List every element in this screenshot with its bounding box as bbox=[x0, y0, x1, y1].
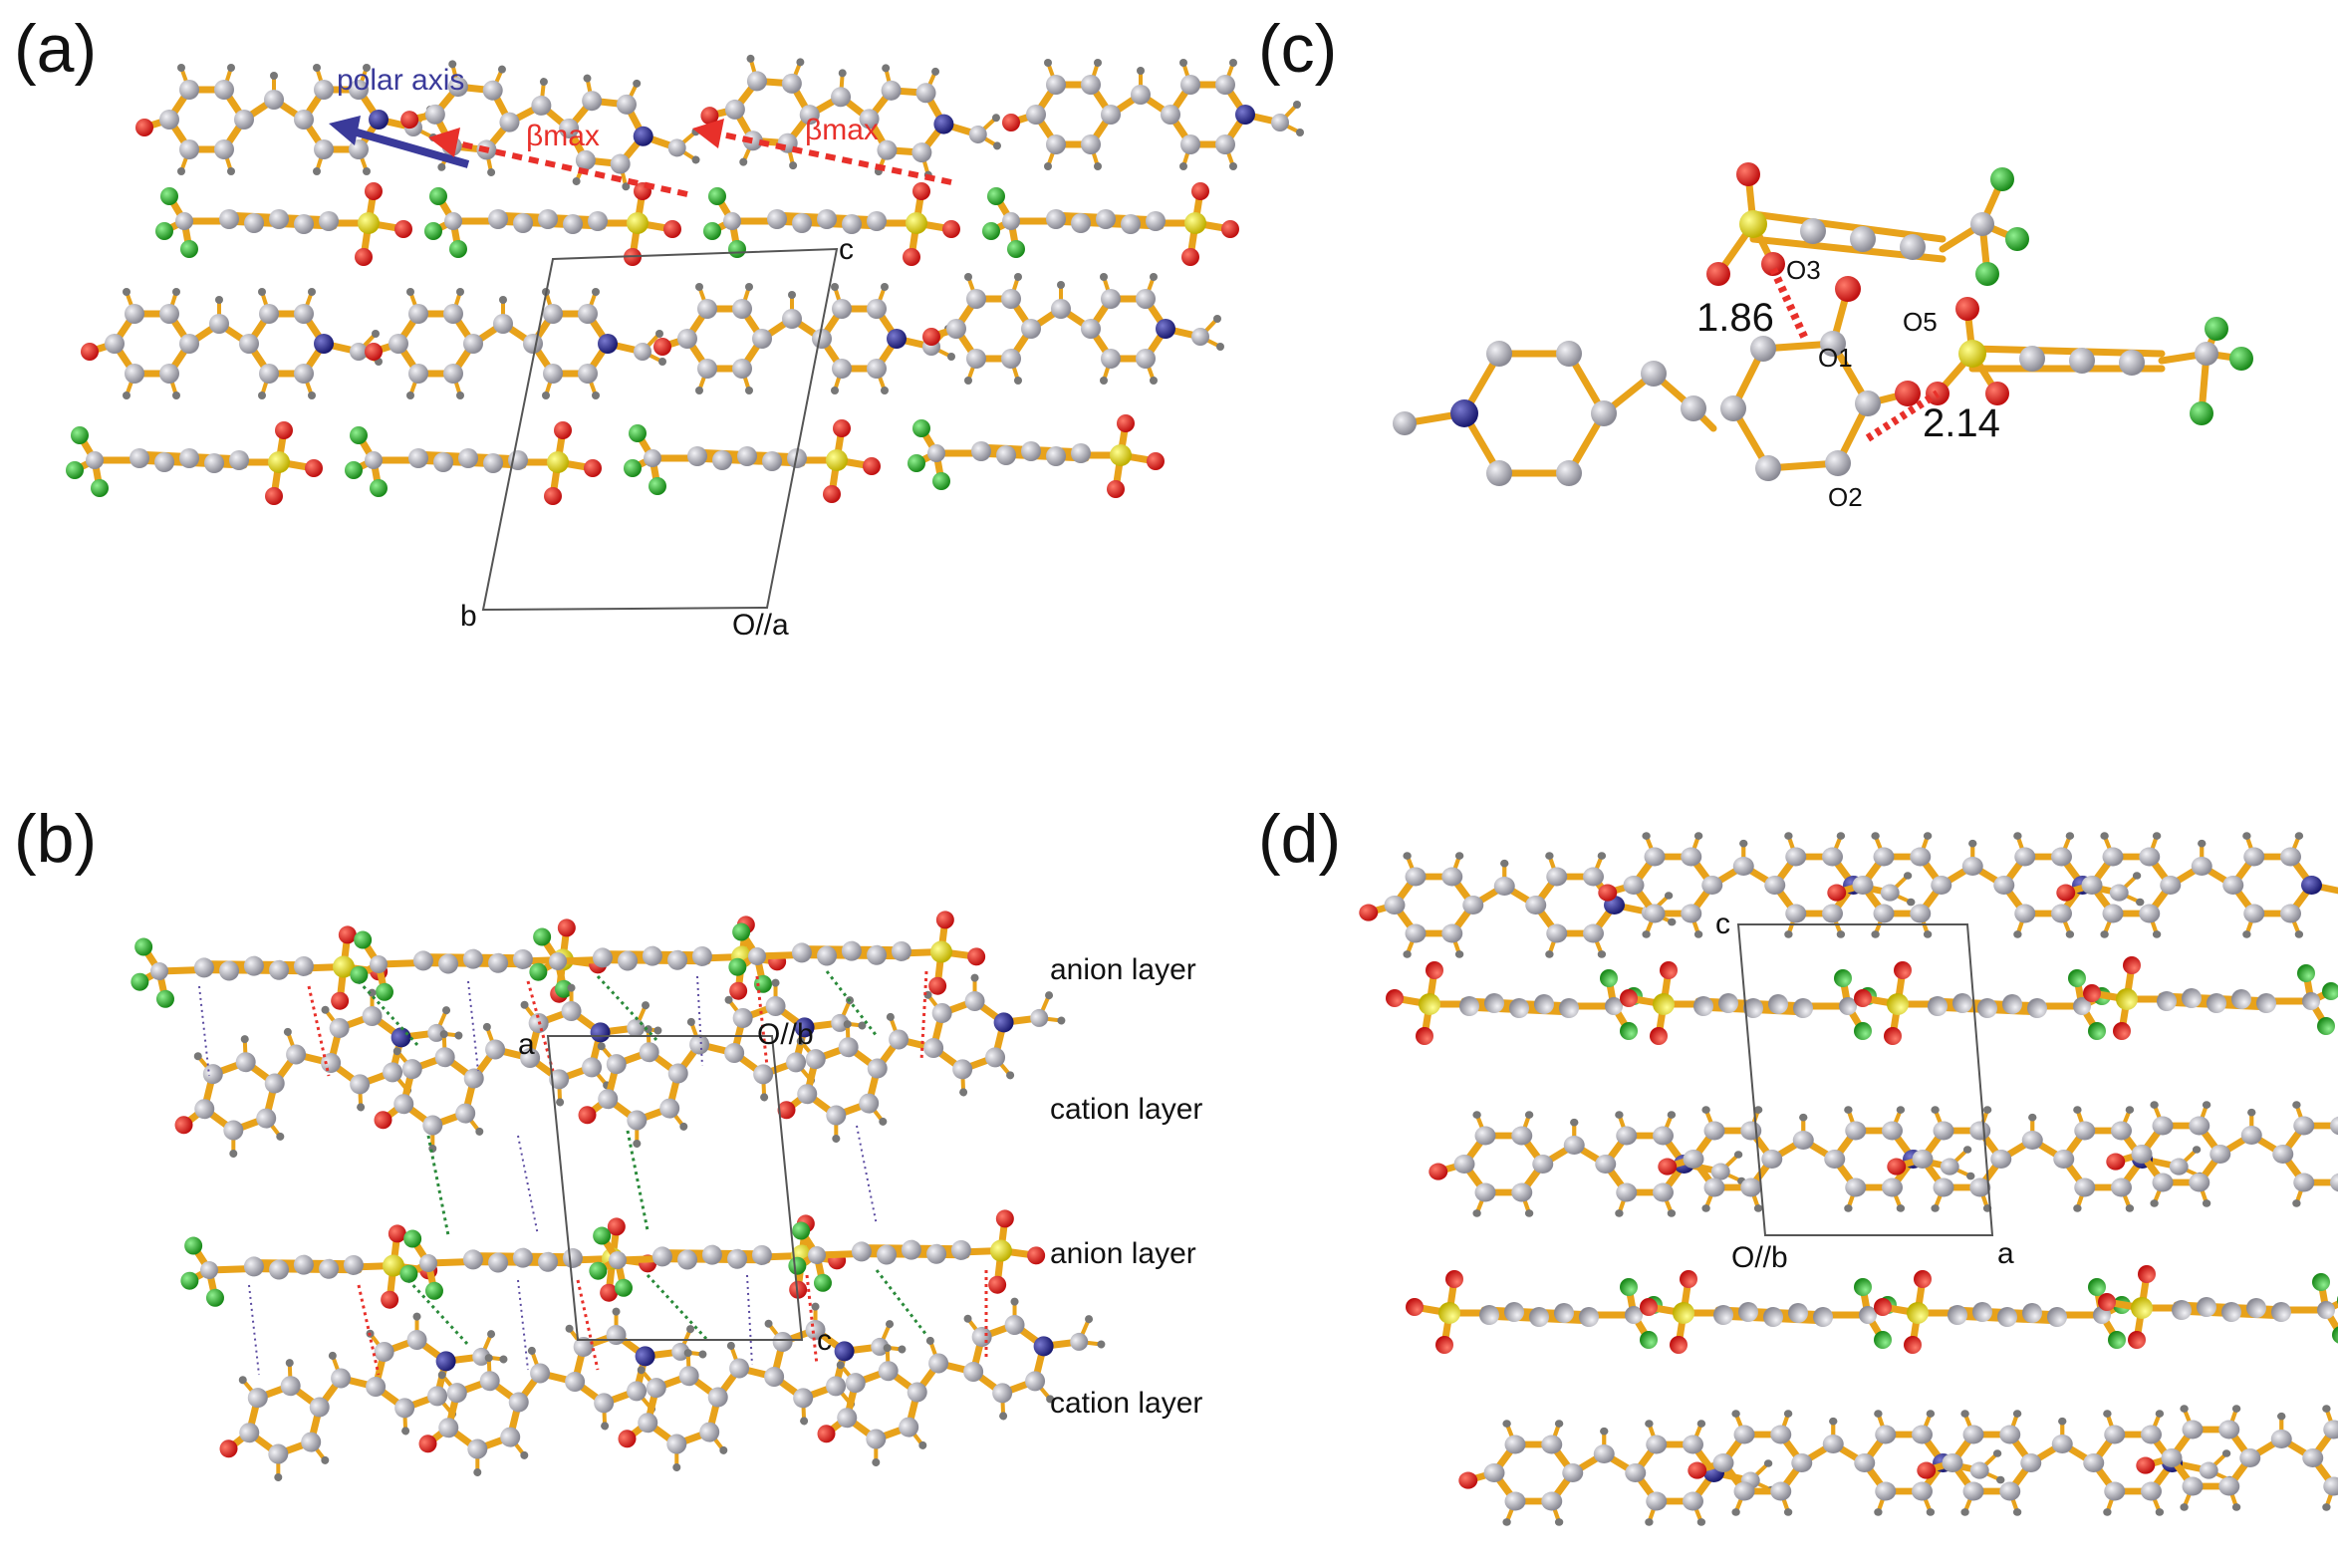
panel-d-axis-a: a bbox=[1997, 1237, 2014, 1270]
panel-a-axis-oa: O//a bbox=[732, 609, 789, 642]
dist-label-2: 2.14 bbox=[1923, 401, 2000, 445]
panel-c-label: (c) bbox=[1258, 11, 1337, 87]
beta-max-label-1: βmax bbox=[526, 120, 600, 152]
panel-d-cation-row-2 bbox=[1429, 1101, 2338, 1216]
panel-b-hydrogen-bonds bbox=[198, 970, 988, 1376]
polar-axis-label: polar axis bbox=[337, 64, 464, 97]
beta-max-arrow-1 bbox=[428, 128, 688, 197]
panel-b-axis-a: a bbox=[518, 1028, 535, 1061]
panel-d-cation-row-3 bbox=[1458, 1405, 2338, 1525]
panel-a-axis-c: c bbox=[839, 233, 854, 266]
panel-d-anion-row-2 bbox=[1406, 1265, 2338, 1354]
panel-d-anion-row-1 bbox=[1386, 956, 2338, 1045]
panel-b-anion-layer-1 bbox=[130, 910, 987, 1017]
panel-a-unit-cell bbox=[481, 247, 839, 612]
hbond-o2-o5 bbox=[1865, 390, 1941, 442]
panel-c-anion-1 bbox=[1706, 162, 2029, 286]
panel-d-cation-row-1 bbox=[1359, 832, 2338, 957]
layer-label-4: cation layer bbox=[1050, 1387, 1202, 1420]
dist-label-1: 1.86 bbox=[1696, 296, 1774, 340]
layer-label-2: cation layer bbox=[1050, 1093, 1202, 1126]
panel-a: (a) c b O//a bbox=[14, 11, 1304, 642]
panel-d-axis-c: c bbox=[1715, 908, 1730, 940]
beta-max-arrow-2 bbox=[692, 119, 952, 185]
panel-b-cation-layer-2 bbox=[198, 1274, 1118, 1497]
panel-b-unit-cell bbox=[546, 1035, 804, 1341]
hbond-o1-o3 bbox=[1769, 267, 1809, 341]
panel-a-axis-b: b bbox=[460, 600, 477, 633]
beta-max-label-2: βmax bbox=[805, 114, 879, 146]
panel-a-anion-row-2 bbox=[66, 414, 1165, 505]
panel-d-label: (d) bbox=[1258, 801, 1341, 877]
panel-b-axis-c: c bbox=[817, 1324, 832, 1357]
panel-a-cation-row-2 bbox=[81, 273, 1224, 399]
panel-b-anion-layer-2 bbox=[179, 1208, 1047, 1316]
panel-c-cation bbox=[1393, 276, 1921, 486]
panel-d-axis-ob: O//b bbox=[1731, 1241, 1788, 1274]
panel-b-axis-ob: O//b bbox=[757, 1018, 814, 1051]
atom-label-o1: O1 bbox=[1818, 343, 1853, 373]
panel-c-cation-atoms bbox=[1393, 276, 1921, 486]
panel-d-unit-cell bbox=[1736, 923, 1994, 1236]
atom-label-o3: O3 bbox=[1786, 255, 1821, 285]
polar-axis-arrow bbox=[329, 116, 470, 168]
panel-a-label: (a) bbox=[14, 11, 97, 87]
panel-d: (d) bbox=[1258, 801, 2338, 1526]
layer-label-1: anion layer bbox=[1050, 953, 1196, 986]
panel-c: (c) bbox=[1258, 11, 2253, 512]
panel-b: (b) bbox=[14, 801, 1202, 1496]
atom-label-o5: O5 bbox=[1903, 307, 1938, 337]
panel-b-label: (b) bbox=[14, 801, 97, 877]
atom-label-o2: O2 bbox=[1828, 482, 1863, 512]
layer-label-3: anion layer bbox=[1050, 1237, 1196, 1270]
